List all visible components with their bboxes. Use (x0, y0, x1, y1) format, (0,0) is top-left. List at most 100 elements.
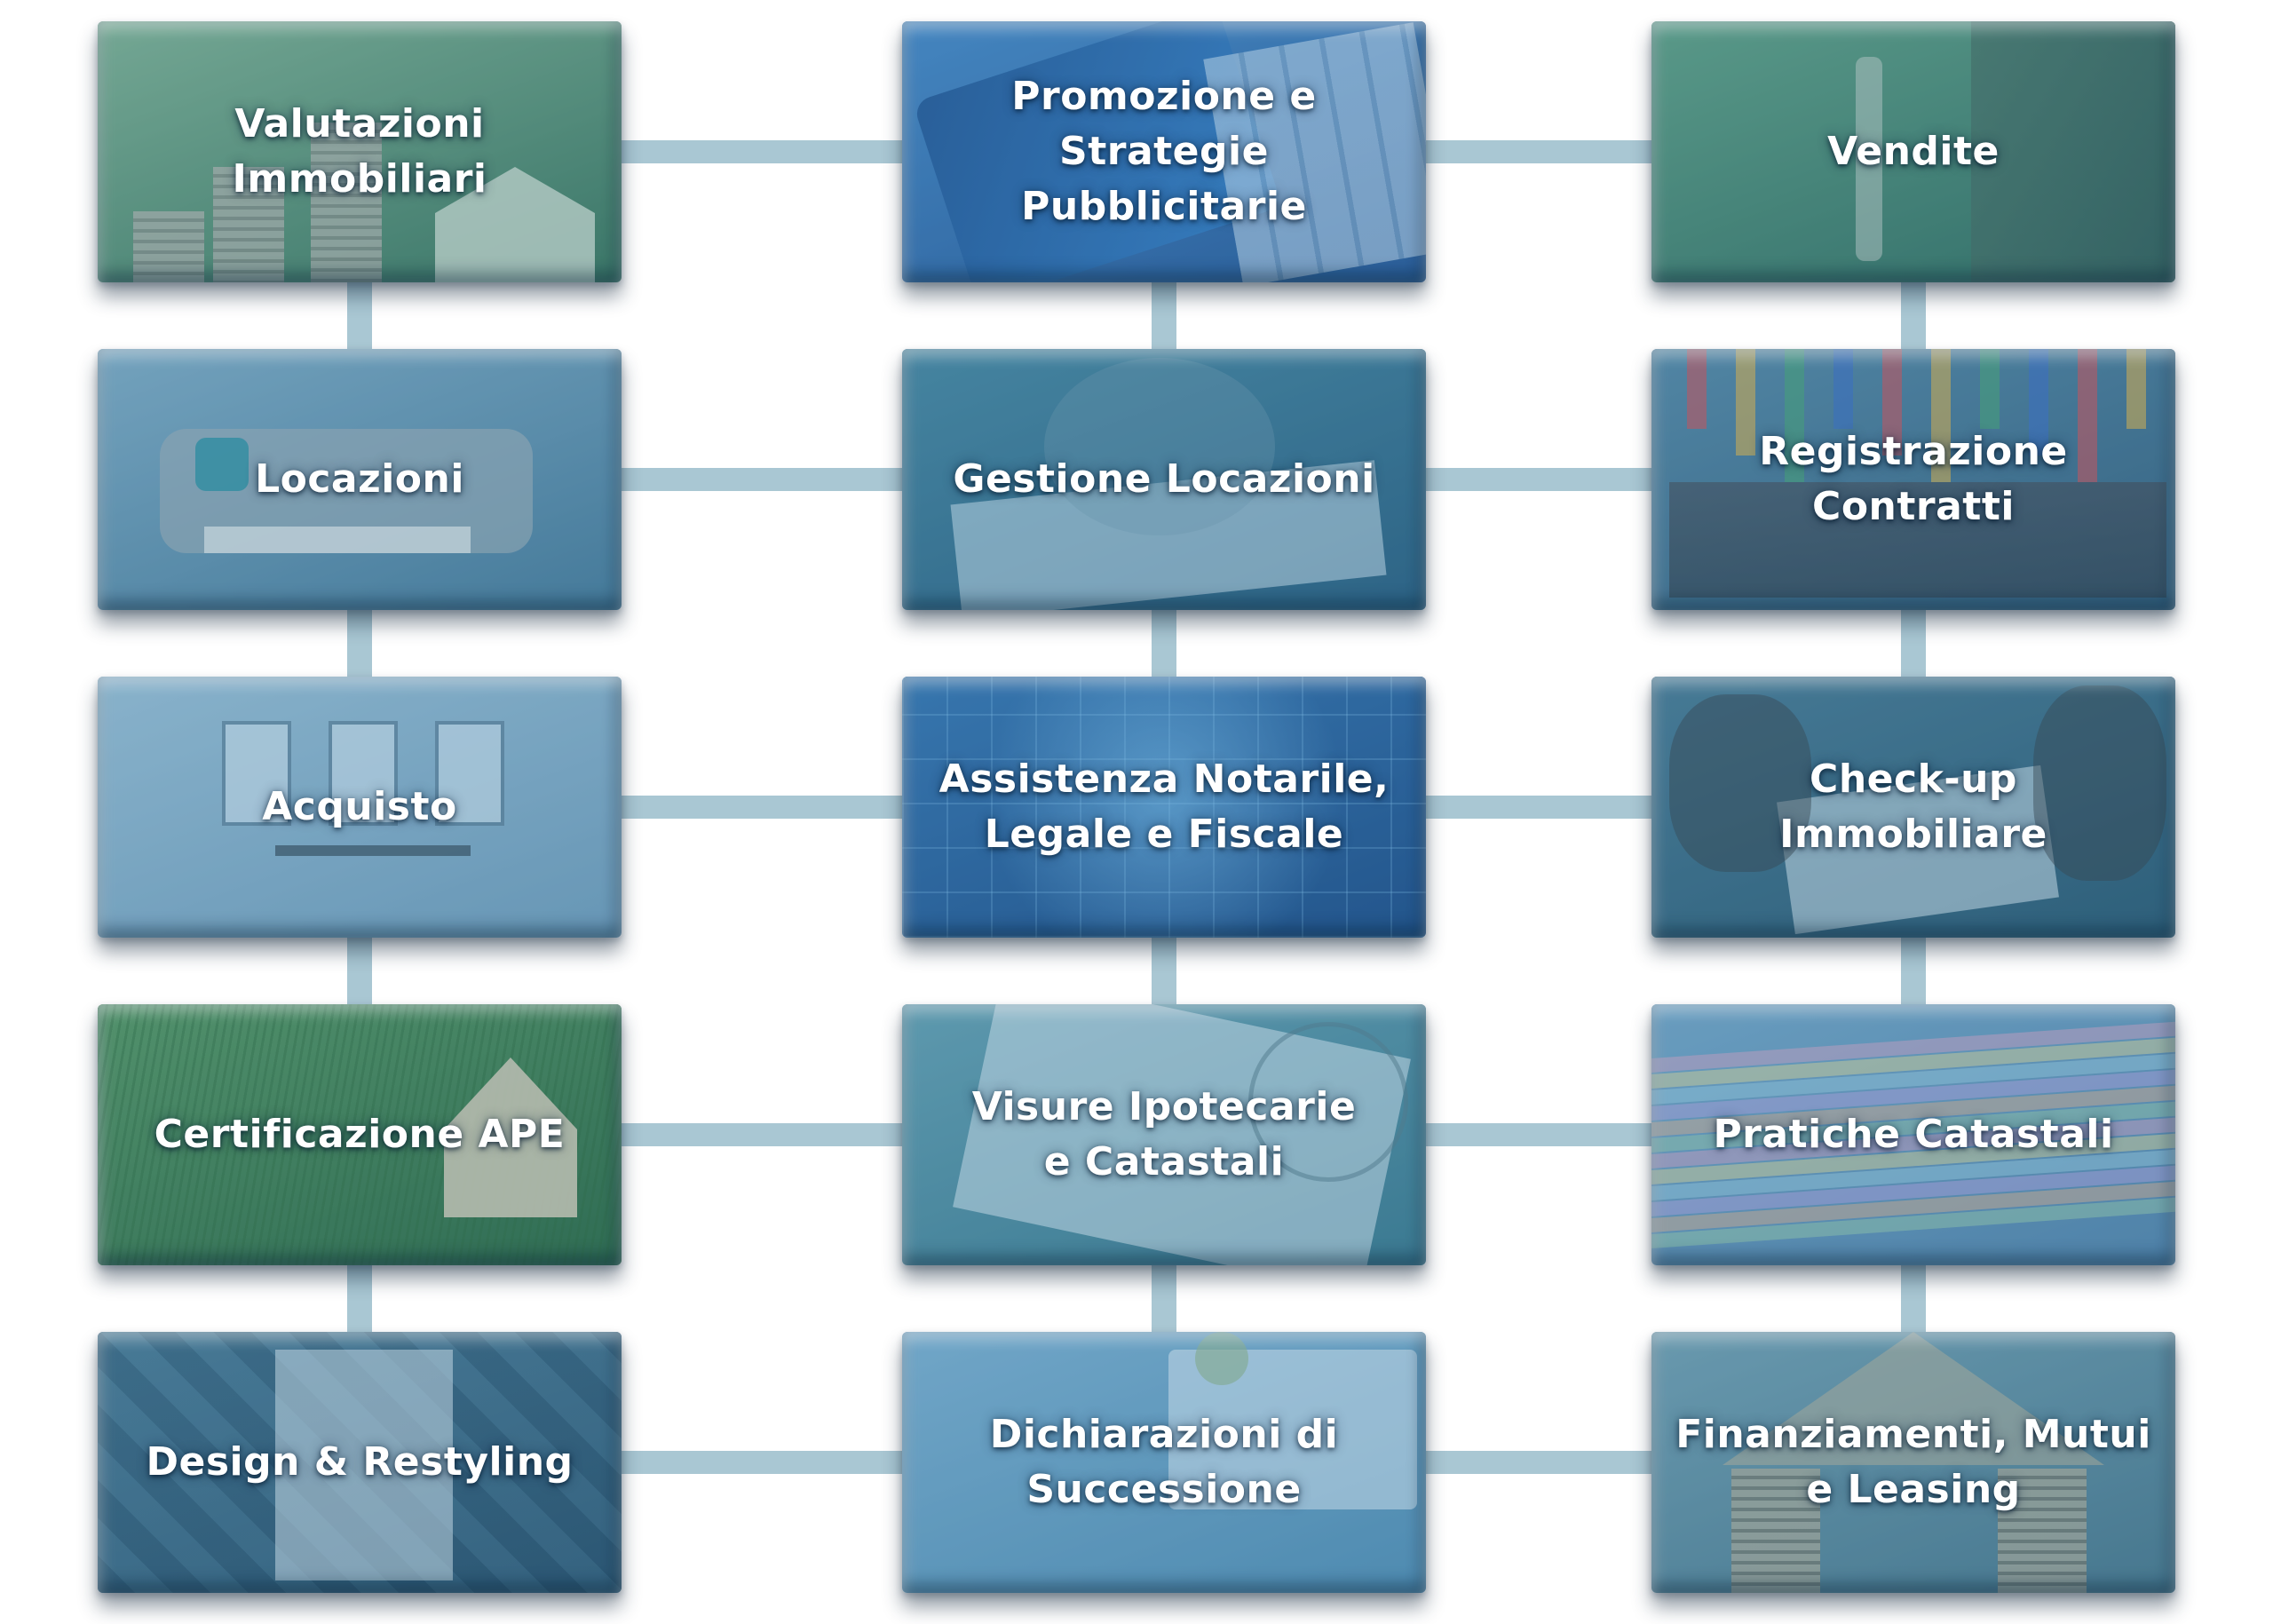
photo-detail (435, 721, 504, 826)
connector-vertical (1152, 610, 1176, 677)
service-label: Check-up Immobiliare (1779, 757, 2047, 857)
service-label: Promozione e Strategie Pubblicitarie (1011, 74, 1317, 229)
service-label: Assistenza Notarile, Legale e Fiscale (939, 757, 1390, 857)
photo-detail (275, 845, 471, 856)
photo-detail (1882, 349, 1902, 456)
service-label: Dichiarazioni di Successione (989, 1412, 1339, 1512)
tile-blue-overlay (902, 1332, 1426, 1593)
service-label: Valutazioni Immobiliari (232, 101, 487, 202)
tile-blue-overlay (902, 349, 1426, 610)
photo-detail (1833, 349, 1853, 429)
connector-vertical (1152, 282, 1176, 349)
connector-vertical (1152, 938, 1176, 1004)
service-tile-locazioni[interactable]: Locazioni (98, 349, 622, 610)
service-label: Locazioni (255, 456, 464, 502)
photo-detail (213, 167, 284, 282)
service-label: Gestione Locazioni (953, 456, 1375, 502)
photo-detail (1731, 1469, 1820, 1593)
photo-detail (1248, 1022, 1408, 1182)
service-label: Pratiche Catastali (1713, 1112, 2114, 1157)
connector-horizontal (1426, 1123, 1651, 1146)
tile-blue-overlay (902, 21, 1426, 282)
service-tile-acquisto[interactable]: Acquisto (98, 677, 622, 938)
photo-detail (902, 677, 1426, 938)
service-tile-check-up-immobiliare[interactable]: Check-up Immobiliare (1651, 677, 2175, 938)
service-tile-certificazione-ape[interactable]: Certificazione APE (98, 1004, 622, 1265)
connector-vertical (1901, 282, 1926, 349)
photo-detail (1931, 349, 1951, 482)
service-tile-valutazioni-immobiliari[interactable]: Valutazioni Immobiliari (98, 21, 622, 282)
connector-vertical (1901, 938, 1926, 1004)
photo-detail (2033, 685, 2166, 881)
service-label: Vendite (1827, 129, 2000, 174)
connector-horizontal (1426, 796, 1651, 819)
photo-detail (2029, 349, 2048, 456)
photo-detail (275, 1350, 453, 1580)
photo-detail (195, 438, 249, 491)
connector-vertical (347, 938, 372, 1004)
photo-detail (1856, 57, 1882, 261)
tile-blue-overlay (98, 1004, 622, 1265)
photo-detail (902, 677, 1426, 938)
connector-vertical (347, 282, 372, 349)
tile-blue-overlay (98, 21, 622, 282)
connector-vertical (347, 1265, 372, 1332)
photo-detail (329, 721, 398, 826)
photo-detail (1980, 349, 2000, 429)
service-tile-dichiarazioni-di-successione[interactable]: Dichiarazioni di Successione (902, 1332, 1426, 1593)
tile-blue-overlay (98, 349, 622, 610)
tile-blue-overlay (902, 677, 1426, 938)
service-tile-finanziamenti-mutui-e-leasing[interactable]: Finanziamenti, Mutui e Leasing (1651, 1332, 2175, 1593)
service-label: Registrazione Contratti (1759, 429, 2068, 529)
tile-blue-overlay (1651, 677, 2175, 938)
photo-detail (1785, 349, 1804, 482)
tile-blue-overlay (98, 1332, 622, 1593)
connector-horizontal (1426, 1451, 1651, 1474)
service-tile-vendite[interactable]: Vendite (1651, 21, 2175, 282)
service-tile-promozione-e-strategie-pubblicitarie[interactable]: Promozione e Strategie Pubblicitarie (902, 21, 1426, 282)
service-tile-assistenza-notarile-legale-e-fiscale[interactable]: Assistenza Notarile, Legale e Fiscale (902, 677, 1426, 938)
connector-horizontal (622, 468, 902, 491)
service-label: Visure Ipotecarie e Catastali (971, 1084, 1357, 1184)
photo-detail (2126, 349, 2146, 429)
tile-blue-overlay (98, 677, 622, 938)
connector-horizontal (622, 1451, 902, 1474)
photo-detail (1044, 358, 1275, 535)
photo-detail (1195, 1332, 1248, 1385)
connector-horizontal (1426, 468, 1651, 491)
connector-horizontal (622, 1123, 902, 1146)
photo-detail (2078, 349, 2097, 482)
connector-horizontal (622, 796, 902, 819)
tile-blue-overlay (902, 1004, 1426, 1265)
photo-detail (1736, 349, 1755, 456)
photo-detail (1998, 1469, 2087, 1593)
service-tile-gestione-locazioni[interactable]: Gestione Locazioni (902, 349, 1426, 610)
connector-vertical (1901, 610, 1926, 677)
service-tile-design-and-restyling[interactable]: Design & Restyling (98, 1332, 622, 1593)
photo-detail (1669, 694, 1811, 872)
connector-vertical (1152, 1265, 1176, 1332)
photo-detail (204, 527, 471, 553)
tile-blue-overlay (1651, 349, 2175, 610)
tile-blue-overlay (1651, 1004, 2175, 1265)
photo-detail (1687, 349, 1707, 429)
photo-detail (1971, 21, 2175, 282)
service-label: Design & Restyling (146, 1439, 574, 1485)
tile-blue-overlay (1651, 1332, 2175, 1593)
tile-blue-overlay (1651, 21, 2175, 282)
photo-detail (133, 211, 204, 282)
connector-horizontal (1426, 140, 1651, 163)
photo-detail (222, 721, 291, 826)
connector-horizontal (622, 140, 902, 163)
photo-detail (311, 123, 382, 282)
service-label: Acquisto (262, 784, 457, 829)
service-tile-registrazione-contratti[interactable]: Registrazione Contratti (1651, 349, 2175, 610)
connector-vertical (347, 610, 372, 677)
service-tile-visure-ipotecarie-e-catastali[interactable]: Visure Ipotecarie e Catastali (902, 1004, 1426, 1265)
service-label: Certificazione APE (154, 1112, 566, 1157)
service-label: Finanziamenti, Mutui e Leasing (1675, 1412, 2151, 1512)
connector-vertical (1901, 1265, 1926, 1332)
photo-detail (1669, 482, 2166, 598)
service-tile-pratiche-catastali[interactable]: Pratiche Catastali (1651, 1004, 2175, 1265)
